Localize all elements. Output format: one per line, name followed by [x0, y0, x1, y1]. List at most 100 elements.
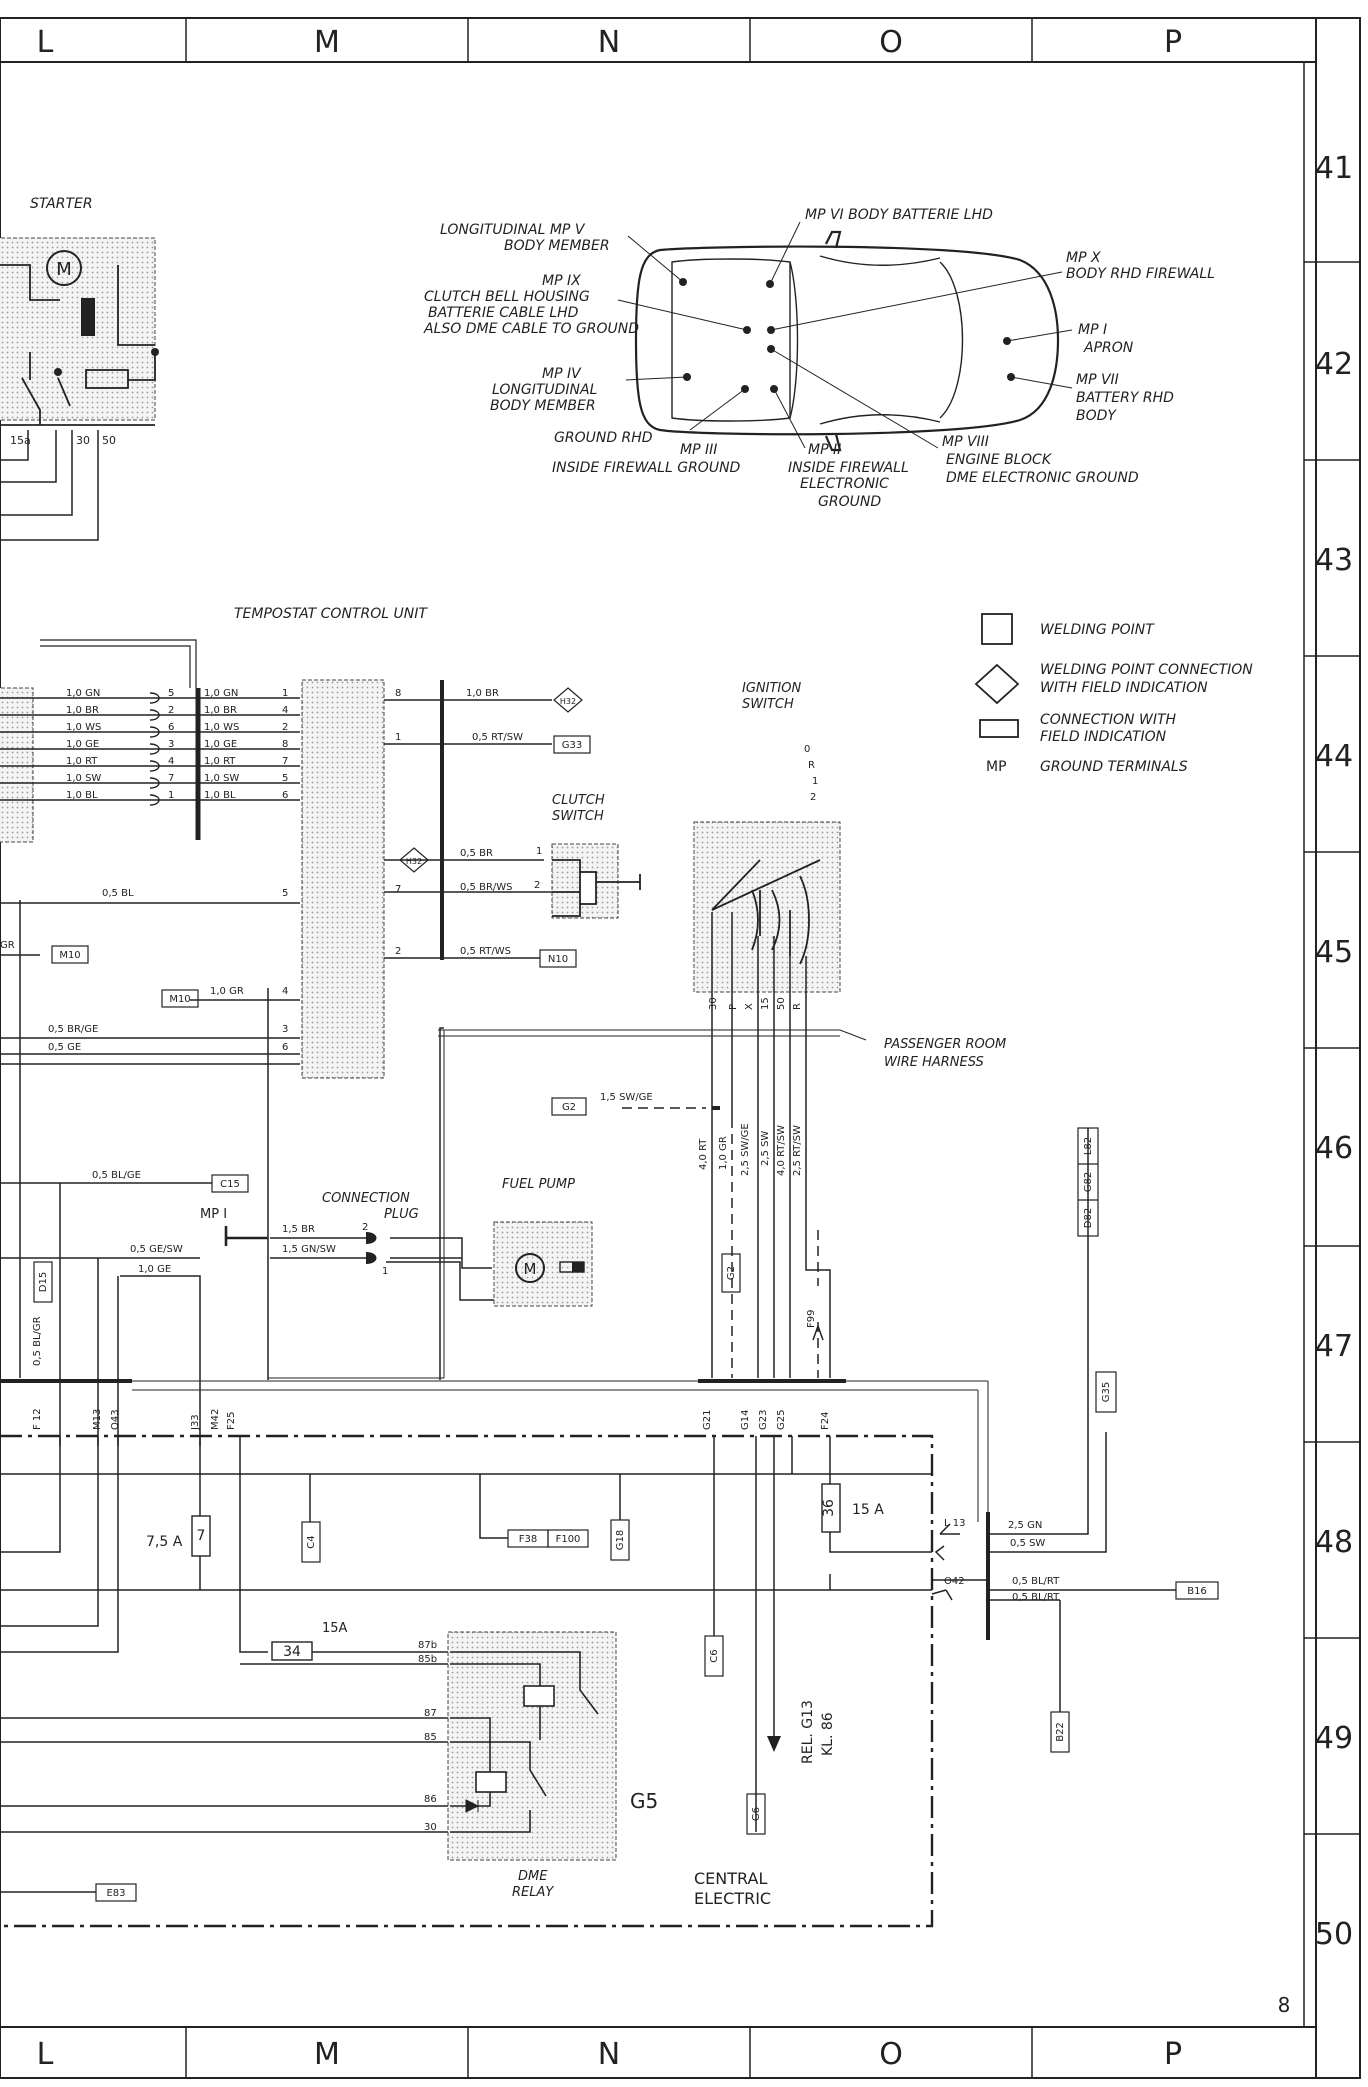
harness-label: 1,0 WS [204, 722, 239, 733]
ign-vertical-wires [622, 912, 831, 1378]
connector-c15: C15 [220, 1179, 240, 1190]
harness-label: 5 [282, 773, 288, 784]
rel-label: KL. 86 [820, 1712, 836, 1756]
ignition-switch: IGNITION SWITCH 0 R 1 2 [693, 681, 841, 993]
wire-label: 1,5 GN/SW [282, 1244, 336, 1255]
svg-text:RELAY: RELAY [512, 1885, 554, 1900]
right-tags: D82 G82 L82 G35 B16 B22 [1050, 1127, 1219, 1753]
connector-g2: G2 [562, 1102, 576, 1113]
gm-label: BODY [1076, 408, 1117, 424]
fuel-pump: FUEL PUMP M [493, 1177, 593, 1307]
svg-text:7,5 A: 7,5 A [146, 1534, 183, 1550]
welding-connectors: H32 G33 H32 N10 [399, 687, 591, 968]
gm-label: BODY MEMBER [490, 398, 596, 414]
ign-term: X [744, 1003, 755, 1010]
starter-terminal: 30 [76, 434, 90, 447]
central-tags: C4 F38 F100 G18 C6 G6 E83 [95, 1519, 766, 1902]
svg-text:G25: G25 [776, 1410, 787, 1430]
starter: STARTER M 15a 30 50 [0, 196, 159, 541]
welding-point-icon [981, 613, 1013, 645]
svg-text:36: 36 [821, 1499, 837, 1517]
ground-map: MP VI BODY BATTERIE LHD LONGITUDINAL MP … [423, 207, 1215, 510]
tempostat-wires [0, 900, 300, 1446]
col-label: L [37, 2037, 54, 2072]
legend-label: CONNECTION WITH [1040, 712, 1177, 728]
motor-letter: M [56, 259, 72, 280]
svg-text:M13: M13 [92, 1409, 103, 1430]
gm-label: INSIDE FIREWALL GROUND [552, 460, 741, 476]
gm-label: ELECTRONIC [800, 476, 889, 492]
svg-text:E83: E83 [106, 1888, 125, 1899]
svg-text:87b: 87b [418, 1640, 437, 1651]
col-label: P [1164, 2037, 1182, 2072]
pin-label: 7 [395, 884, 401, 895]
gm-label: MP IV [542, 366, 582, 382]
connector-d15: D15 [38, 1272, 49, 1292]
svg-text:85b: 85b [418, 1654, 437, 1665]
wire-label: 0,5 BR [460, 848, 493, 859]
fuse-34: 34 15A [271, 1621, 348, 1661]
pin-label: 8 [395, 688, 401, 699]
harness-label: 1,0 BL [66, 790, 98, 801]
col-label: O [879, 2037, 903, 2072]
passenger-harness: PASSENGER ROOM WIRE HARNESS [444, 1029, 1006, 1070]
legend-label: FIELD INDICATION [1040, 729, 1167, 745]
wire-label: GR [0, 940, 15, 951]
fuel-pump-label: FUEL PUMP [502, 1177, 575, 1192]
row-label: 44 [1315, 739, 1353, 774]
passenger-label: PASSENGER ROOM [884, 1037, 1006, 1052]
clutch-label: SWITCH [552, 809, 604, 824]
fuse-7: 7 7,5 A [146, 1515, 211, 1557]
wire-label: 0,5 BL/GR [32, 1316, 43, 1366]
gm-label: MP III [680, 442, 717, 458]
right-wire-labels: L 13 2,5 GN 0,5 SW O42 0,5 BL/RT 0,5 BL/… [944, 1518, 1060, 1603]
row-label: 42 [1315, 347, 1353, 382]
gm-label: BATTERIE CABLE LHD [428, 305, 579, 321]
connector-m10: M10 [59, 950, 80, 961]
leader-lines [617, 221, 1073, 449]
svg-text:7: 7 [197, 1528, 206, 1544]
ign-terminals: 30 P X 15 50 R 4,0 RT 1,0 GR 2,5 SW/GE 2… [698, 997, 803, 1176]
fuse-36: 36 15 A [821, 1483, 884, 1533]
wire-label: 0,5 BL [102, 888, 134, 899]
wire-label: 0,5 BR/WS [460, 882, 513, 893]
svg-text:G35: G35 [1101, 1382, 1112, 1402]
pin-label: 2 [362, 1222, 368, 1233]
mp-tag: MP I [200, 1207, 227, 1222]
svg-text:F100: F100 [556, 1534, 581, 1545]
harness-plug-icon [149, 760, 160, 772]
harness-label: 8 [282, 739, 288, 750]
wire-label: 0,5 RT/SW [472, 732, 523, 743]
ign-term: R [792, 1003, 803, 1010]
gm-label: MP X [1066, 250, 1101, 266]
legend-label: WITH FIELD INDICATION [1040, 680, 1208, 696]
connector-m10: M10 [169, 994, 190, 1005]
column-labels-top: L M N O P [37, 25, 1182, 60]
dme-relay: 87b 85b 87 85 86 30 DME RELAY G5 [418, 1631, 658, 1900]
gm-label: GROUND RHD [554, 430, 653, 446]
legend-label: GROUND TERMINALS [1040, 759, 1188, 775]
row-label: 41 [1315, 151, 1353, 186]
harness-label: 1,0 GN [66, 688, 100, 699]
column-labels-bottom: L M N O P [37, 2037, 1182, 2072]
wire-label: 0,5 RT/WS [460, 946, 511, 957]
starter-box [0, 237, 156, 421]
harness-label: 5 [168, 688, 174, 699]
ign-wire: 2,5 SW/GE [740, 1123, 751, 1176]
ign-term: 30 [708, 997, 719, 1010]
clutch-label: CLUTCH [552, 793, 605, 808]
pin-label: 5 [282, 888, 288, 899]
svg-text:0,5 BL/RT: 0,5 BL/RT [1012, 1592, 1060, 1603]
connector-g2: G2 [726, 1266, 737, 1280]
plug-label: CONNECTION [322, 1191, 410, 1206]
passenger-label: WIRE HARNESS [884, 1055, 984, 1070]
harness-label: 1,0 SW [66, 773, 101, 784]
central-wires [0, 1436, 932, 1893]
central-electric-box [0, 1379, 989, 1928]
ign-pos: 1 [812, 776, 818, 787]
svg-text:M: M [524, 1260, 537, 1278]
connection-field-icon [979, 719, 1019, 738]
gm-label: BODY MEMBER [504, 238, 610, 254]
legend-label: MP [986, 759, 1007, 775]
starter-terminal: 15a [10, 434, 31, 447]
